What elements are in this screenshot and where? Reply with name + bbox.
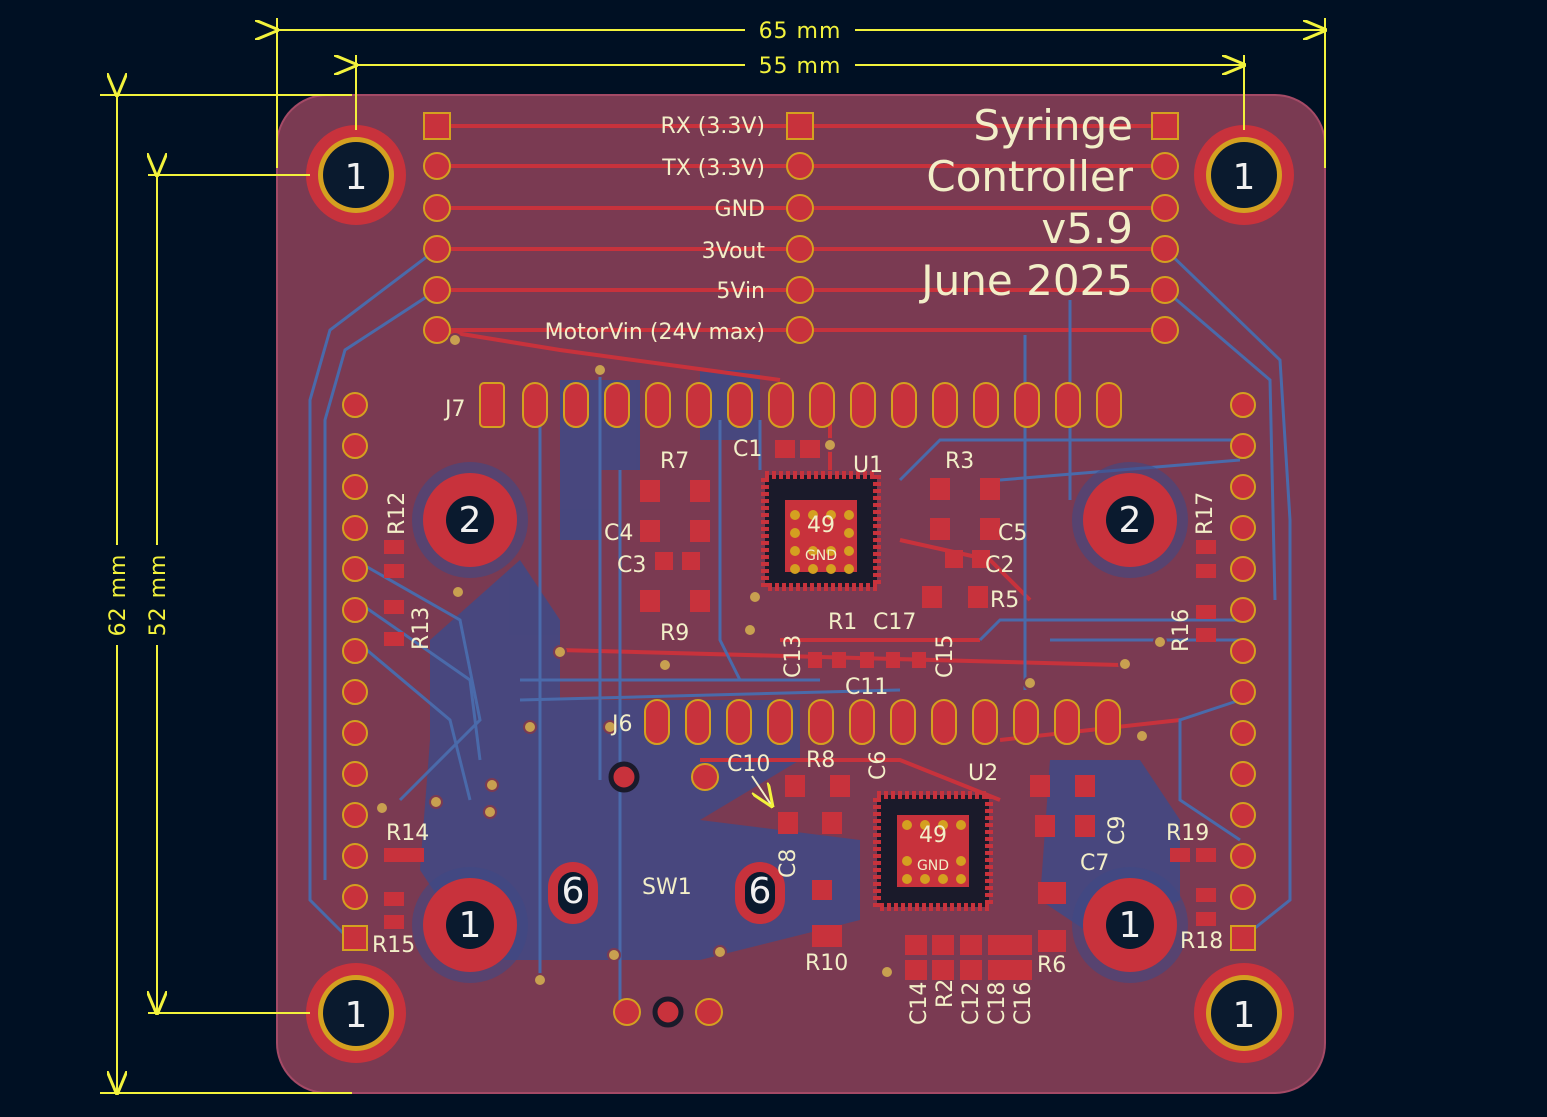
label-r10: R10 — [805, 951, 848, 976]
sw1-pad-left-label: 6 — [562, 871, 585, 912]
dim-height-outer: 62 mm — [106, 554, 131, 637]
u2-pad-label: 49 — [919, 823, 947, 848]
label-c2: C2 — [985, 553, 1014, 578]
header-mid-pins — [786, 112, 814, 344]
j7-header — [479, 382, 1122, 428]
label-r6: R6 — [1037, 953, 1066, 978]
dimensions — [100, 18, 1325, 1093]
mounting-hole-tr: 1 — [1194, 125, 1294, 225]
title-line-1: Syringe — [973, 101, 1133, 150]
mounting-hole-bl: 1 — [306, 963, 406, 1063]
label-r18: R18 — [1180, 929, 1223, 954]
switch-sw1: 6 6 — [548, 761, 785, 1028]
right-header — [1230, 392, 1256, 951]
label-r2: R2 — [933, 979, 958, 1008]
u1-gnd-label: GND — [805, 548, 837, 564]
u1-pad-label: 49 — [807, 513, 835, 538]
label-r3: R3 — [945, 449, 974, 474]
label-r12: R12 — [385, 492, 410, 535]
lower-pads: 1 1 — [412, 867, 1188, 983]
standoff-right-label: 2 — [1119, 500, 1142, 541]
header-right-pins — [1151, 112, 1179, 344]
label-c6: C6 — [866, 751, 891, 780]
ic-u2: 49 GND — [873, 791, 993, 911]
label-r17: R17 — [1193, 492, 1218, 535]
u2-gnd-label: GND — [917, 858, 949, 874]
title-line-2: Controller — [926, 152, 1133, 201]
label-r13: R13 — [409, 607, 434, 650]
title-line-3: v5.9 — [1041, 204, 1133, 253]
label-u1: U1 — [853, 453, 883, 478]
label-c12: C12 — [959, 982, 984, 1025]
label-u2: U2 — [968, 761, 998, 786]
label-sw1: SW1 — [642, 875, 692, 900]
label-c3: C3 — [617, 553, 646, 578]
label-c9: C9 — [1105, 816, 1130, 845]
label-r19: R19 — [1166, 821, 1209, 846]
dim-width-outer: 65 mm — [759, 19, 842, 44]
mounting-hole-br: 1 — [1194, 963, 1294, 1063]
header-label-tx: TX (3.3V) — [661, 156, 765, 181]
sw1-pad-right-label: 6 — [749, 871, 772, 912]
title-line-4: June 2025 — [918, 256, 1133, 305]
label-r16: R16 — [1169, 609, 1194, 652]
header-label-rx: RX (3.3V) — [660, 114, 765, 139]
label-r7: R7 — [660, 449, 689, 474]
header-label-motorvin: MotorVin (24V max) — [545, 320, 765, 345]
smd-passives — [384, 440, 1216, 980]
label-r8: R8 — [806, 748, 835, 773]
label-r15: R15 — [372, 933, 415, 958]
label-c14: C14 — [907, 982, 932, 1025]
header-label-5vin: 5Vin — [716, 279, 765, 304]
label-c17: C17 — [873, 610, 916, 635]
label-j7: J7 — [443, 397, 466, 422]
label-j6: J6 — [610, 712, 633, 737]
label-r5: R5 — [990, 588, 1019, 613]
label-r14: R14 — [386, 821, 429, 846]
left-header — [342, 392, 368, 951]
mounting-hole-tl: 1 — [306, 125, 406, 225]
j6-header — [644, 699, 1121, 745]
mounting-hole-bl-label: 1 — [345, 995, 368, 1036]
label-r9: R9 — [660, 621, 689, 646]
header-label-gnd: GND — [715, 197, 765, 222]
mounting-hole-tr-label: 1 — [1233, 157, 1256, 198]
label-c4: C4 — [604, 521, 633, 546]
dim-height-inner: 52 mm — [146, 554, 171, 637]
mounting-hole-br-label: 1 — [1233, 995, 1256, 1036]
ic-u1: 49 GND — [761, 471, 881, 591]
header-left-pins — [423, 112, 451, 344]
label-c15: C15 — [933, 635, 958, 678]
lower-pad-right-label: 1 — [1119, 905, 1142, 946]
standoff-left-label: 2 — [459, 500, 482, 541]
mounting-holes: 1 1 1 1 — [306, 125, 1294, 1063]
label-c7: C7 — [1080, 851, 1109, 876]
lower-pad-left-label: 1 — [459, 905, 482, 946]
label-c16: C16 — [1011, 982, 1036, 1025]
label-c1: C1 — [733, 437, 762, 462]
label-r1: R1 — [828, 610, 857, 635]
header-label-3vout: 3Vout — [702, 239, 766, 264]
label-c5: C5 — [998, 521, 1027, 546]
label-c10: C10 — [727, 752, 770, 777]
label-c13: C13 — [781, 635, 806, 678]
label-c8: C8 — [776, 849, 801, 878]
standoffs: 2 2 — [412, 462, 1188, 578]
vias — [375, 333, 1167, 987]
label-c18: C18 — [985, 982, 1010, 1025]
dim-width-inner: 55 mm — [759, 54, 842, 79]
label-c11: C11 — [845, 675, 888, 700]
mounting-hole-tl-label: 1 — [345, 157, 368, 198]
